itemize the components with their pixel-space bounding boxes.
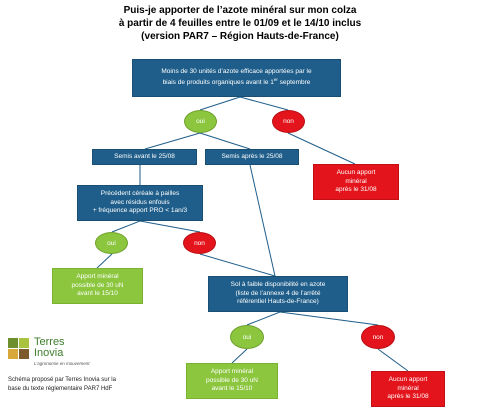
diagram-title: Puis-je apporter de l’azote minéral sur … (90, 4, 390, 43)
question-sol-faible-azote: Sol à faible disponibilité en azote (lis… (208, 276, 348, 312)
q1-line-2: biais de produits organiques avant le 1e… (162, 77, 311, 87)
logo-name: Terres Inovia (34, 336, 65, 359)
connector-q1-oui1 (199, 96, 241, 111)
q1-line-1: Moins de 30 unités d’azote efficace appo… (161, 67, 312, 75)
logo-mark-icon (8, 338, 30, 360)
connector-non3-aucun2 (377, 348, 409, 372)
connector-oui1-semis-avant (144, 132, 201, 150)
non-ellipse-2: non (183, 232, 216, 254)
title-line-2: à partir de 4 feuilles entre le 01/09 et… (118, 18, 362, 29)
connector-q2-oui2 (111, 220, 141, 233)
aucun-apport-box-1: Aucun apport minéral après le 31/08 (313, 164, 399, 200)
connector-q2-non2 (139, 220, 201, 233)
oui-ellipse-1: oui (184, 110, 217, 133)
oui-ellipse-3: oui (230, 325, 264, 349)
logo-tagline: L’agronomie en mouvement (34, 361, 90, 366)
semis-apres-box: Semis après le 25/08 (205, 149, 299, 165)
question-organic-nitrogen: Moins de 30 unités d’azote efficace appo… (132, 59, 341, 97)
apport-possible-box-2: Apport minéral possible de 30 uN avant l… (186, 363, 278, 399)
connector-oui2-apport1 (96, 253, 113, 269)
oui-ellipse-2: oui (95, 232, 128, 254)
connector-non2-q3 (199, 253, 276, 277)
connector-q3-non3 (279, 311, 379, 326)
semis-avant-box: Semis avant le 25/08 (92, 149, 197, 165)
apport-possible-box-1: Apport minéral possible de 30 uN avant l… (52, 268, 143, 304)
aucun-apport-box-2: Aucun apport minéral après le 31/08 (371, 371, 445, 407)
connector-q1-non1 (239, 96, 289, 111)
connector-q3-oui3 (246, 311, 281, 326)
connector-non1-aucun1 (287, 132, 356, 165)
question-precedent-cereale: Précédent céréale à pailles avec résidus… (77, 185, 203, 221)
title-line-3: (version PAR7 – Région Hauts-de-France) (141, 31, 339, 42)
connector-oui1-semis-apres (199, 132, 251, 150)
non-ellipse-3: non (361, 325, 395, 349)
connector-semis-apres-q3 (249, 164, 276, 277)
caption-text: Schéma proposé par Terres Inovia sur la … (8, 377, 116, 392)
non-ellipse-1: non (272, 110, 305, 133)
terres-inovia-logo: Terres Inovia L’agronomie en mouvement (8, 336, 138, 372)
connector-oui3-apport2 (231, 348, 248, 364)
title-line-1: Puis-je apporter de l’azote minéral sur … (123, 5, 357, 16)
